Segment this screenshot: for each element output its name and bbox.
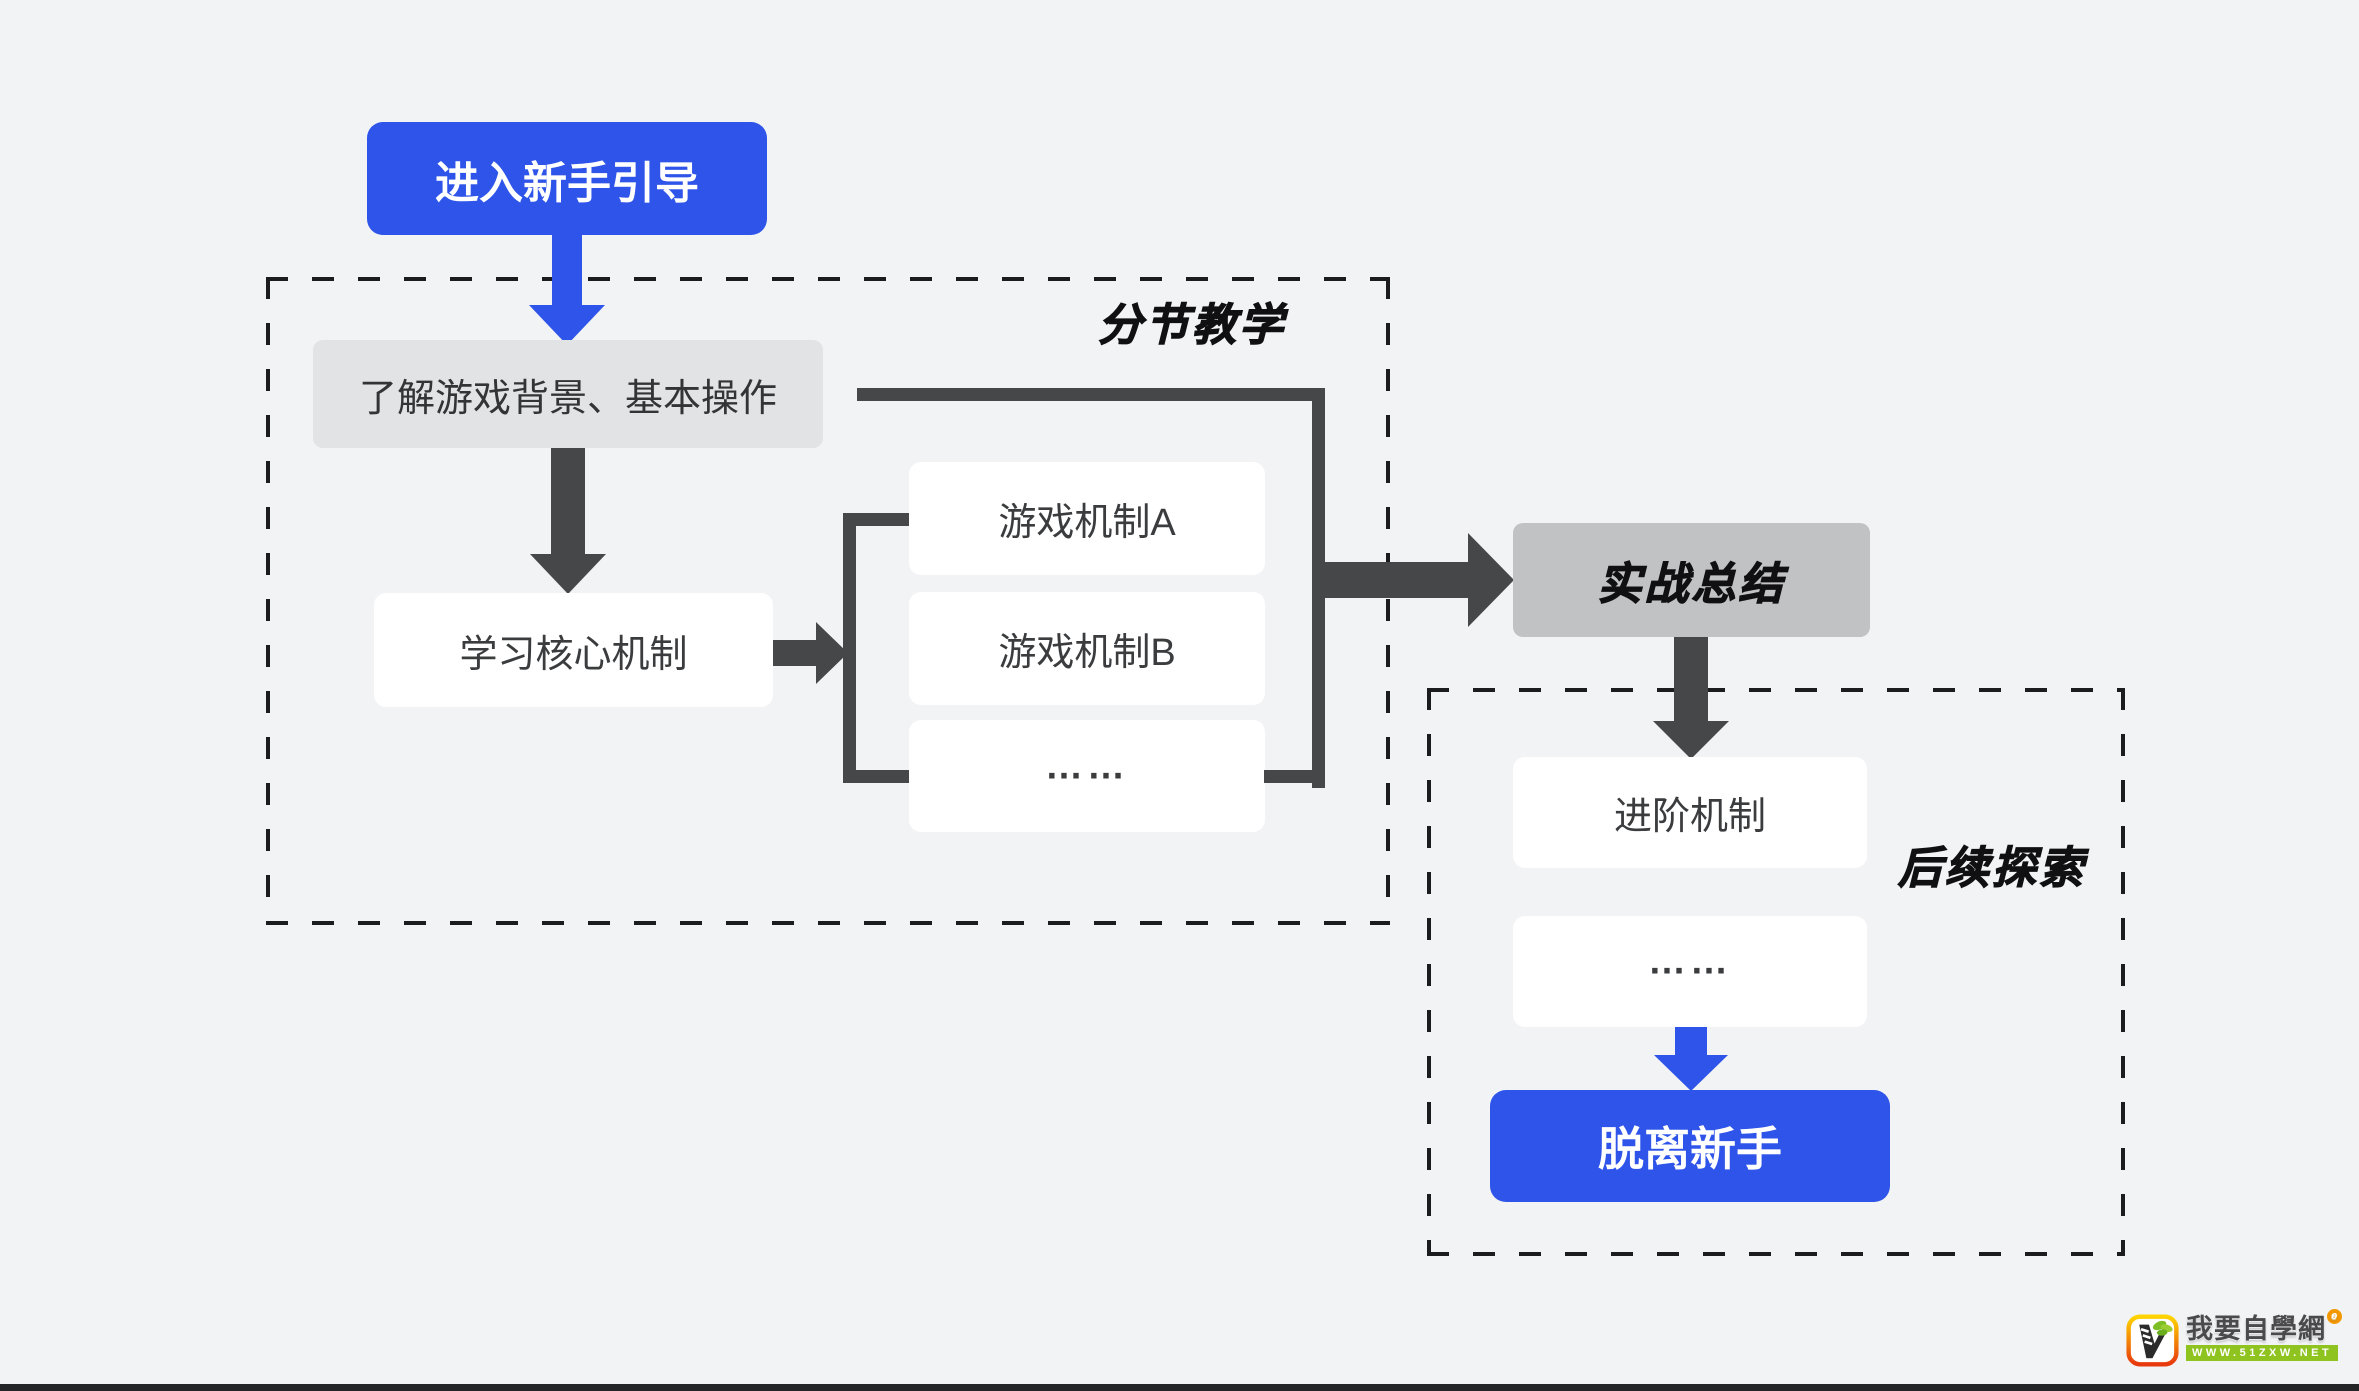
watermark-logo: 我要自學網 e WWW.51ZXW.NET xyxy=(2126,1309,2343,1367)
frame-edge xyxy=(266,277,270,925)
mechanism-node-a: 游戏机制A xyxy=(909,462,1265,575)
frame-edge xyxy=(1386,277,1390,925)
watermark-url-bar: WWW.51ZXW.NET xyxy=(2186,1345,2339,1361)
watermark-text-column: 我要自學網 e WWW.51ZXW.NET xyxy=(2186,1309,2343,1361)
arrow-intro-to-core-shaft xyxy=(551,448,585,556)
start-node: 进入新手引导 xyxy=(367,122,767,235)
connector-top-line xyxy=(857,388,1325,401)
summary-node: 实战总结 xyxy=(1513,523,1870,637)
frame-edge xyxy=(2121,688,2125,1256)
watermark-icon xyxy=(2126,1314,2179,1367)
ellipsis-text: …… xyxy=(1045,745,1129,788)
mechanism-node-more: …… xyxy=(909,720,1265,832)
arrow-summary-to-advanced-shaft xyxy=(1674,637,1708,723)
arrow-summary-to-advanced-head xyxy=(1653,721,1729,759)
explore-section-frame xyxy=(1427,688,2125,1256)
more-node: …… xyxy=(1513,916,1867,1027)
arrow-to-summary-shaft xyxy=(1312,562,1470,598)
arrow-start-to-intro-shaft xyxy=(552,235,582,307)
bracket-left-top-stub xyxy=(843,513,910,526)
section-label-teaching: 分节教学 xyxy=(1097,300,1286,350)
ellipsis-text: …… xyxy=(1648,940,1732,983)
arrow-to-summary-head xyxy=(1468,533,1514,627)
summary-label: 实战总结 xyxy=(1597,559,1786,609)
teaching-section-frame xyxy=(266,277,1390,925)
arrow-more-to-end-shaft xyxy=(1675,1027,1707,1057)
frame-edge xyxy=(1427,1252,2125,1256)
watermark-site-name-text: 我要自學網 xyxy=(2186,1314,2326,1344)
watermark-e-badge: e xyxy=(2327,1309,2343,1324)
bracket-left-bottom-stub xyxy=(843,770,910,783)
frame-edge xyxy=(266,277,1390,281)
frame-edge xyxy=(1427,688,1431,1256)
bottom-strip xyxy=(0,1384,2359,1391)
advanced-node: 进阶机制 xyxy=(1513,757,1867,868)
end-node: 脱离新手 xyxy=(1490,1090,1890,1202)
connector-right-bottom-stub xyxy=(1264,770,1325,783)
intro-node: 了解游戏背景、基本操作 xyxy=(313,340,823,448)
arrow-core-to-mechanisms-head xyxy=(816,622,848,684)
arrow-more-to-end-head xyxy=(1654,1055,1728,1091)
core-node: 学习核心机制 xyxy=(374,593,773,707)
mechanism-node-b: 游戏机制B xyxy=(909,592,1265,705)
arrow-start-to-intro-head xyxy=(529,305,605,345)
watermark-site-name: 我要自學網 e xyxy=(2186,1309,2343,1344)
arrow-core-to-mechanisms-shaft xyxy=(773,640,819,666)
arrow-intro-to-core-head xyxy=(530,554,606,594)
frame-edge xyxy=(1427,688,2125,692)
section-label-explore: 后续探索 xyxy=(1897,843,2086,893)
frame-edge xyxy=(266,921,1390,925)
bracket-left-vertical xyxy=(843,513,856,783)
